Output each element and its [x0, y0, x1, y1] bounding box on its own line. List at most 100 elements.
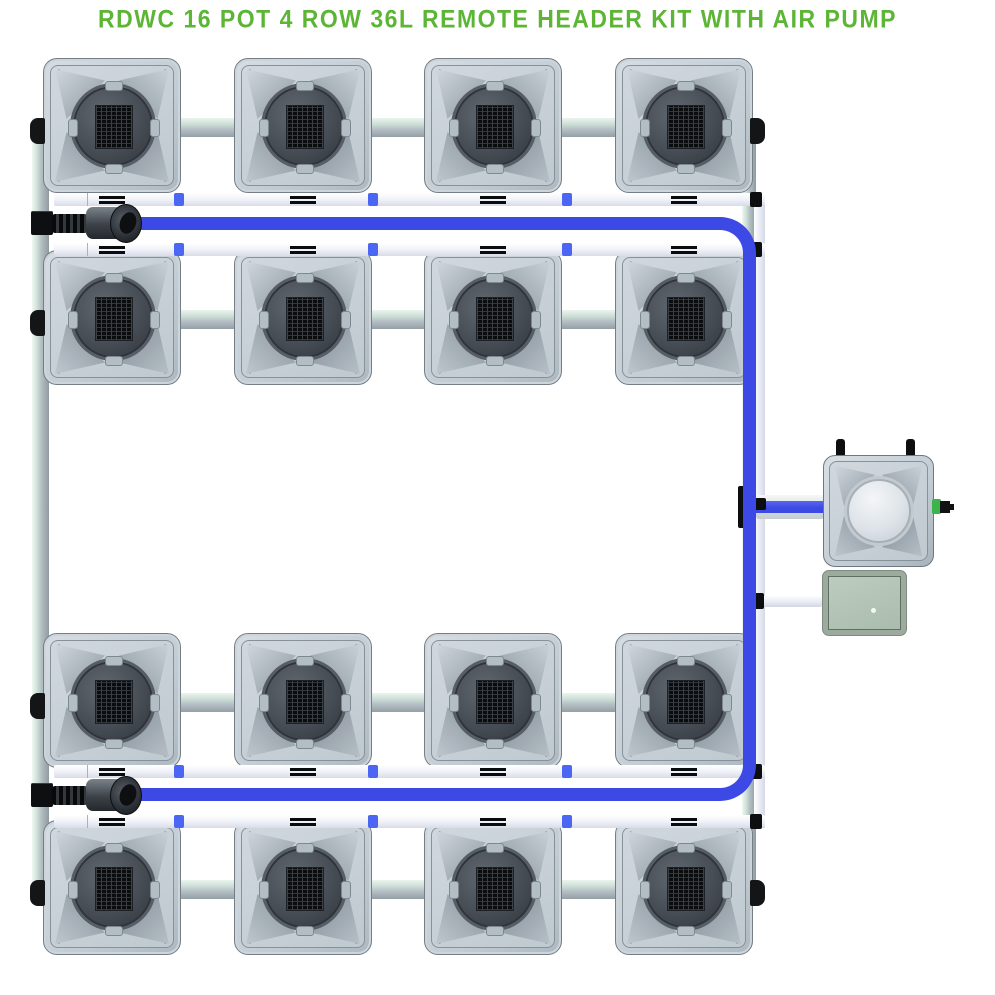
pot-lid-clip — [150, 119, 160, 137]
pipe-segment-seam — [87, 193, 88, 206]
net-pot-mesh — [286, 105, 324, 149]
blue-joint-connector — [368, 243, 378, 256]
inter-pot-pipe — [32, 310, 754, 329]
pipe-clamp-mark — [290, 818, 316, 821]
pot-lid-clip — [341, 881, 351, 899]
right-pipe-end-cap — [750, 880, 765, 906]
pipe-clamp-mark — [671, 773, 697, 776]
return-manifold-pipe — [54, 193, 765, 206]
pot-lid-clip — [105, 656, 123, 666]
inter-pot-pipe — [32, 693, 754, 712]
pot-lid-clip — [449, 119, 459, 137]
pipe-clamp-mark — [99, 773, 125, 776]
pot-lid-clip — [486, 273, 504, 283]
blue-joint-connector — [562, 765, 572, 778]
pot-14 — [234, 820, 372, 955]
pipe-clamp-mark — [480, 196, 506, 199]
inter-pot-pipe — [32, 118, 754, 137]
pipe-clamp-mark — [671, 251, 697, 254]
pipe-clamp-mark — [290, 773, 316, 776]
pot-13 — [43, 820, 181, 955]
blue-joint-connector — [368, 193, 378, 206]
pot-lid-clip — [341, 694, 351, 712]
pot-lid-clip — [486, 356, 504, 366]
net-pot-mesh — [476, 297, 514, 341]
manifold-end-fitting — [750, 814, 762, 829]
pipe-segment-seam — [87, 243, 88, 256]
pot-lid-clip — [68, 694, 78, 712]
water-pump-face — [110, 776, 142, 815]
pot-lid-clip — [68, 311, 78, 329]
pipe-clamp-mark — [480, 201, 506, 204]
blue-joint-connector — [368, 765, 378, 778]
left-pipe-end-cap — [30, 693, 45, 719]
tank-green-valve — [932, 499, 941, 514]
tank-valve-stem — [949, 504, 954, 510]
pipe-clamp-mark — [99, 768, 125, 771]
manifold-end-fitting — [750, 192, 762, 207]
pot-16 — [615, 820, 753, 955]
inter-pot-pipe — [32, 880, 754, 899]
pot-lid-clip — [640, 881, 650, 899]
pot-lid-clip — [640, 694, 650, 712]
pot-lid-clip — [486, 656, 504, 666]
pot-lid-clip — [531, 881, 541, 899]
pot-lid-clip — [722, 311, 732, 329]
net-pot-mesh — [286, 867, 324, 911]
pot-lid-clip — [105, 164, 123, 174]
pipe-segment-seam — [87, 765, 88, 778]
air-pump-airline — [757, 596, 822, 607]
pipe-clamp-mark — [99, 196, 125, 199]
pot-lid-clip — [150, 881, 160, 899]
pot-lid-clip — [531, 311, 541, 329]
header-feed-pipe-blue-core — [756, 501, 824, 513]
pipe-clamp-mark — [480, 768, 506, 771]
net-pot-mesh — [476, 680, 514, 724]
pump-inlet-barb — [52, 786, 88, 805]
pot-lid-clip — [531, 119, 541, 137]
net-pot-mesh — [667, 297, 705, 341]
pipe-clamp-mark — [99, 818, 125, 821]
net-pot-mesh — [667, 105, 705, 149]
pot-lid-clip — [296, 356, 314, 366]
pot-lid-clip — [296, 81, 314, 91]
air-pump-faceplate — [828, 576, 901, 630]
pot-lid-clip — [677, 926, 695, 936]
pot-lid-clip — [486, 739, 504, 749]
pot-lid-clip — [105, 843, 123, 853]
net-pot-mesh — [95, 105, 133, 149]
pot-lid-clip — [486, 164, 504, 174]
pot-lid-clip — [259, 119, 269, 137]
pipe-clamp-mark — [671, 823, 697, 826]
blue-recirculating-loop-pipe — [128, 217, 756, 801]
pipe-clamp-mark — [480, 251, 506, 254]
pot-10 — [234, 633, 372, 768]
pipe-clamp-mark — [480, 823, 506, 826]
pot-6 — [234, 250, 372, 385]
tank-valve-knob — [940, 501, 950, 513]
pot-12 — [615, 633, 753, 768]
pipe-clamp-mark — [480, 818, 506, 821]
pot-4 — [615, 58, 753, 193]
left-pipe-end-cap — [30, 310, 45, 336]
pipe-clamp-mark — [99, 251, 125, 254]
pipe-clamp-mark — [480, 246, 506, 249]
pot-lid-clip — [677, 273, 695, 283]
left-pipe-end-cap — [30, 118, 45, 144]
pot-lid-clip — [449, 311, 459, 329]
tee-fitting-nub — [755, 498, 766, 510]
pot-lid-clip — [105, 273, 123, 283]
pot-lid-clip — [150, 311, 160, 329]
blue-joint-connector — [368, 815, 378, 828]
inline-valve-fitting — [31, 211, 53, 235]
pipe-clamp-mark — [671, 201, 697, 204]
pot-5 — [43, 250, 181, 385]
pipe-clamp-mark — [671, 246, 697, 249]
pot-lid-clip — [722, 119, 732, 137]
pot-lid-clip — [150, 694, 160, 712]
pot-9 — [43, 633, 181, 768]
tank-post-left — [836, 439, 845, 457]
blue-joint-connector — [562, 815, 572, 828]
pipe-clamp-mark — [290, 246, 316, 249]
